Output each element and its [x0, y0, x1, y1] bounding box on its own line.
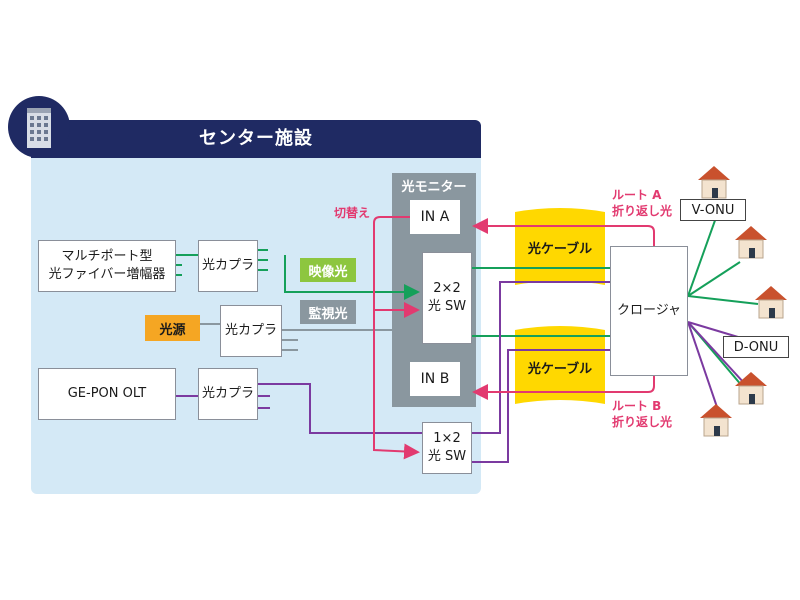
monitor-light-tag: 監視光 [300, 300, 356, 324]
video-light-tag: 映像光 [300, 258, 356, 282]
sw-2x2-line-1: 2×2 [433, 281, 461, 297]
switch-label: 切替え [334, 206, 371, 220]
center-facility-title: センター施設 [199, 128, 313, 149]
in-b-label: IN B [420, 370, 450, 387]
route-a-line-2: 折り返し光 [612, 203, 673, 218]
light-source-label: 光源 [159, 322, 186, 338]
olt-label: GE-PON OLT [67, 386, 147, 402]
sw-1x2-line-2: 光 SW [427, 449, 467, 464]
amplifier-line-1: マルチポート型 [61, 249, 153, 265]
sw-2x2-line-2: 光 SW [427, 299, 467, 314]
sw-1x2-line-1: 1×2 [433, 431, 461, 447]
olt-box: GE-PON OLT [38, 368, 176, 420]
in-b-box: IN B [410, 362, 460, 396]
route-b-line-1: ルート B [612, 399, 662, 413]
cable-b-shape [515, 326, 605, 404]
route-b-label: ルート B 折り返し光 [612, 399, 672, 430]
cable-a-shape [515, 208, 605, 285]
coupler-video-label: 光カプラ [201, 258, 254, 274]
in-a-label: IN A [420, 208, 450, 225]
coupler-olt-box: 光カプラ [198, 368, 258, 420]
coupler-monitor-label: 光カプラ [224, 323, 277, 339]
coupler-olt-label: 光カプラ [201, 386, 254, 402]
cable-b-label: 光ケーブル [527, 362, 593, 377]
amplifier-line-2: 光ファイバー増幅器 [48, 267, 166, 282]
light-source-tag: 光源 [145, 315, 200, 341]
video-light-label: 映像光 [308, 264, 348, 280]
d-onu-label: D-ONU [723, 336, 789, 358]
coupler-monitor-box: 光カプラ [220, 305, 282, 357]
closure-label: クロージャ [616, 303, 682, 319]
closure-box: クロージャ [610, 246, 688, 376]
route-a-line-1: ルート A [612, 188, 662, 202]
optical-amplifier-box: マルチポート型 光ファイバー増幅器 [38, 240, 176, 292]
coupler-video-box: 光カプラ [198, 240, 258, 292]
building-icon [8, 96, 70, 158]
sw-2x2-box: 2×2 光 SW [422, 252, 472, 344]
route-b-line-2: 折り返し光 [612, 414, 673, 429]
optical-monitor-title: 光モニター [401, 180, 467, 195]
center-facility-header [31, 120, 481, 158]
v-onu-label: V-ONU [680, 199, 746, 221]
in-a-box: IN A [410, 200, 460, 234]
monitor-light-label: 監視光 [308, 306, 348, 322]
sw-1x2-box: 1×2 光 SW [422, 422, 472, 474]
cable-a-label: 光ケーブル [527, 242, 593, 257]
route-a-label: ルート A 折り返し光 [612, 188, 672, 219]
